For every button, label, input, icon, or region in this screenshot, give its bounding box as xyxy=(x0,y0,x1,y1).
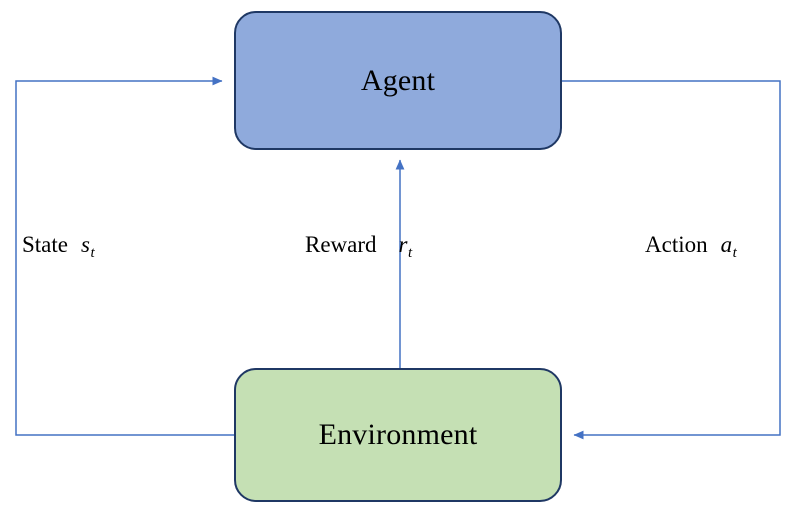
action-subscript: t xyxy=(732,245,737,261)
reward-symbol: r xyxy=(398,232,408,257)
reward-subscript: t xyxy=(407,245,413,261)
node-environment-label: Environment xyxy=(318,418,478,451)
node-environment[interactable]: Environment xyxy=(234,368,562,502)
action-connector xyxy=(562,80,781,440)
state-word: State xyxy=(22,232,68,257)
state-symbol: s xyxy=(81,232,90,257)
state-connector xyxy=(15,76,234,436)
node-agent[interactable]: Agent xyxy=(234,11,562,150)
action-symbol: a xyxy=(720,232,733,257)
reward-word: Reward xyxy=(305,232,377,257)
action-word: Action xyxy=(645,232,708,257)
node-agent-label: Agent xyxy=(360,63,436,97)
state-subscript: t xyxy=(90,245,95,261)
